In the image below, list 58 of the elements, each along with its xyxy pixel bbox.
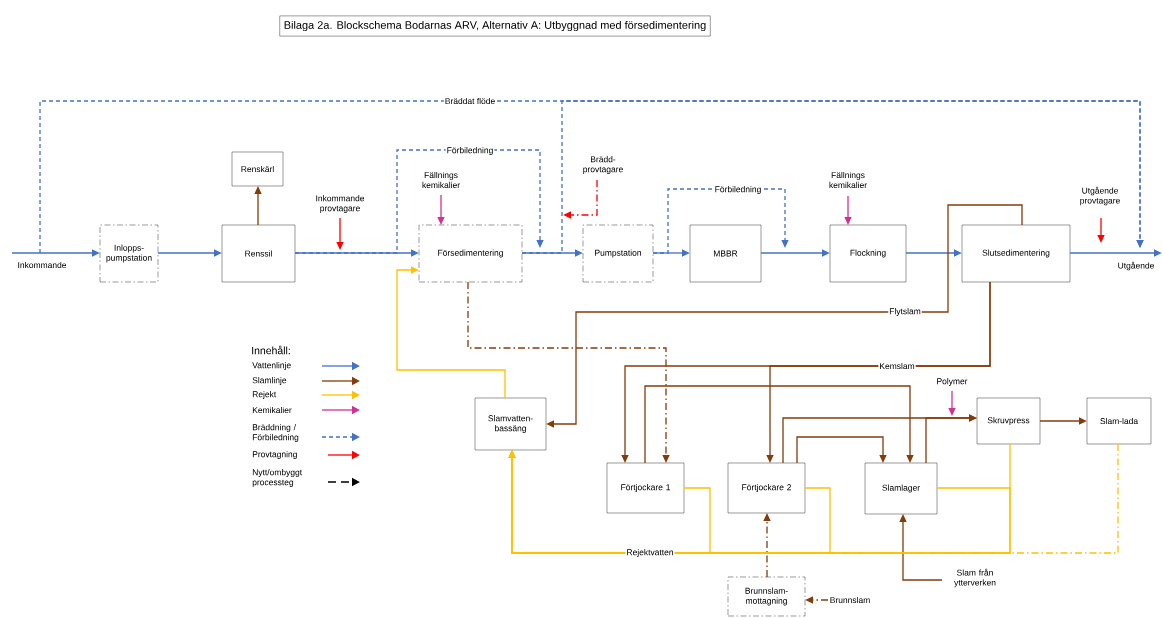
edge-label: Förbiledning [445, 146, 495, 156]
arrow [39, 100, 1144, 254]
annotation-text: Polymer [937, 378, 968, 386]
process-box: Förtjockare 1 [606, 462, 685, 514]
edge-label: Bräddat flöde [443, 96, 497, 106]
legend-text: Rejekt [252, 391, 277, 399]
process-box: Slamvatten-bassäng [474, 397, 547, 451]
legend-text: Nytt/ombyggt processteg [252, 469, 303, 487]
process-box: Skruvpress [976, 397, 1041, 445]
annotation-text: Inkommande provtagare [316, 195, 365, 213]
process-box: Renssil [221, 224, 296, 283]
process-box: Slamlager [864, 462, 938, 515]
arrow [157, 249, 222, 257]
arrow [805, 596, 829, 604]
process-box: MBBR [689, 224, 762, 283]
process-box: Flockning [829, 224, 907, 283]
arrow [760, 249, 830, 257]
arrow [899, 514, 943, 581]
annotation-text: Inkommande [18, 261, 67, 269]
legend-heading: Innehåll: [252, 345, 290, 355]
annotation-text: Fällnings kemikalier [829, 171, 867, 189]
title-box: Bilaga 2a. Blockschema Bodarnas ARV, Alternativ A: Utbyggnad med försedimentering [279, 15, 711, 37]
arrow [644, 385, 914, 464]
annotation-text: Fällnings kemikalier [422, 171, 460, 189]
edge-label: Kemslam [878, 361, 916, 371]
annotation-text: Brunnslam [830, 596, 870, 604]
annotation-text: Utgående provtagare [1080, 186, 1120, 206]
arrow [925, 414, 977, 464]
arrow [254, 186, 262, 226]
process-box: Brunnslam-mottagning [727, 576, 806, 617]
arrow [1039, 417, 1087, 425]
process-box: Förtjockare 2 [727, 462, 806, 514]
process-box: Slam-lada [1086, 397, 1152, 445]
process-box: Pumpstation [582, 224, 654, 283]
process-box: Inlopps-pumpstation [99, 224, 159, 283]
edge-label: Förbiledning [713, 185, 763, 195]
arrow [796, 436, 887, 464]
annotation-text: Slam från ytterverken [954, 568, 996, 588]
legend-text: Slamlinje [252, 377, 287, 385]
legend-text: Bräddning / Förbiledning [252, 424, 299, 442]
process-box: Renskärl [231, 151, 284, 187]
edge-label: Rejektvatten [625, 548, 675, 558]
legend-text: Vattenlinje [252, 362, 291, 370]
arrow [652, 249, 690, 257]
edge-label: Flytslam [888, 307, 922, 317]
arrow [763, 513, 771, 578]
process-box: Försedimentering [418, 224, 523, 283]
arrow [294, 249, 419, 257]
arrow [1069, 249, 1162, 257]
arrow [11, 249, 100, 257]
annotation-text: Utgående [1118, 261, 1154, 271]
arrow [905, 249, 962, 257]
arrow [521, 249, 583, 257]
annotation-text: Brädd-provtagare [583, 156, 623, 174]
legend-text: Kemikalier [252, 406, 292, 414]
arrow [396, 266, 506, 399]
process-box: Slutsedimentering [961, 224, 1071, 283]
legend-text: Provtagning [252, 451, 297, 459]
